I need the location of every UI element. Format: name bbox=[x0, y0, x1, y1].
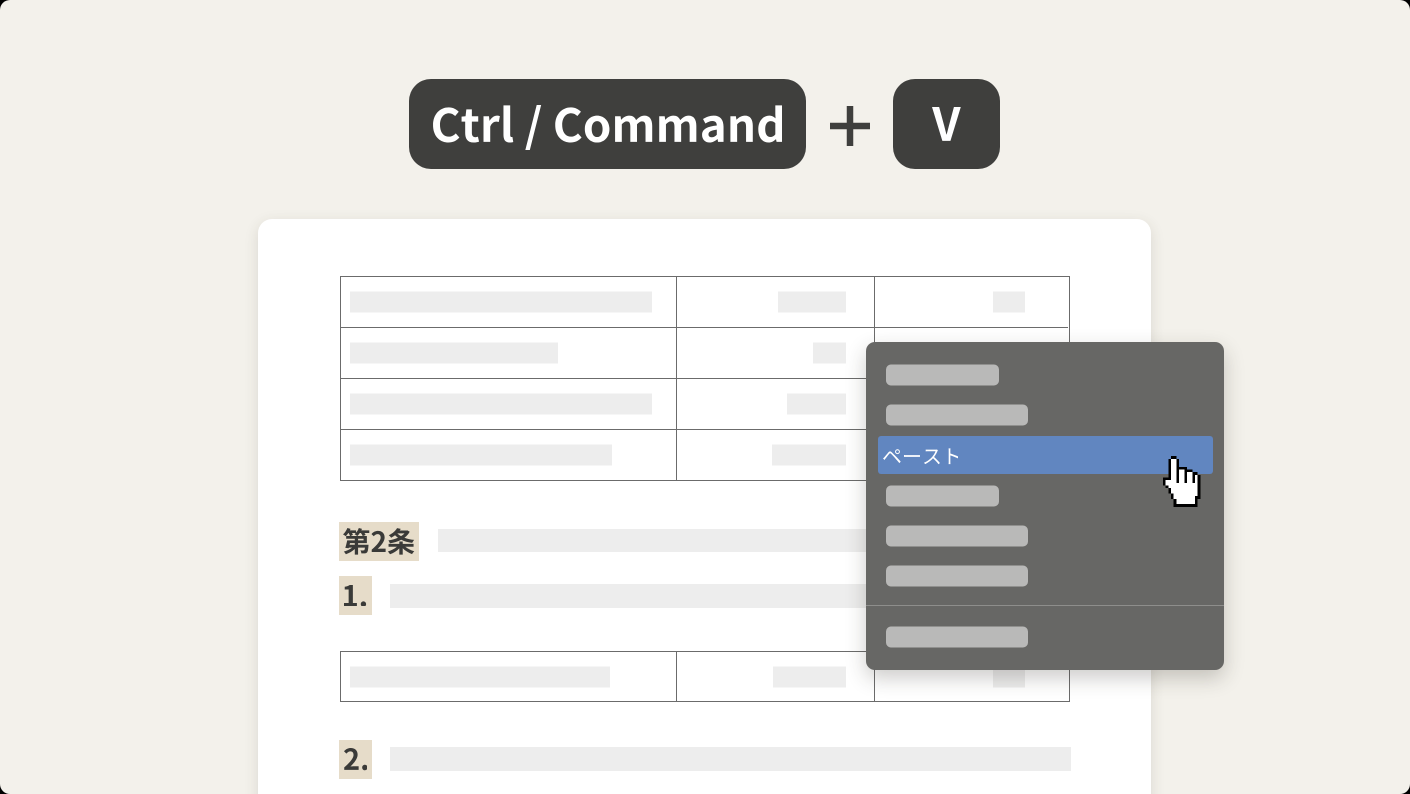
table-cell bbox=[341, 379, 677, 430]
list-item-2-marker: 2. bbox=[339, 740, 372, 779]
list-item-1-marker-label bbox=[344, 584, 367, 607]
menu-item-label-placeholder bbox=[886, 565, 1028, 587]
menu-item-label-placeholder bbox=[886, 485, 999, 507]
table-cell bbox=[677, 430, 875, 480]
menu-item-label-placeholder bbox=[886, 525, 1028, 547]
menu-item-placeholder[interactable] bbox=[866, 516, 1224, 556]
table-cell bbox=[677, 277, 875, 328]
menu-item-placeholder[interactable] bbox=[866, 395, 1224, 435]
list-item-2-placeholder bbox=[390, 747, 1071, 771]
list-item-2-marker-label bbox=[343, 748, 368, 771]
table-cell-placeholder bbox=[786, 393, 846, 415]
table-cell bbox=[677, 652, 875, 701]
menu-item-placeholder[interactable] bbox=[866, 475, 1224, 515]
table-cell bbox=[341, 652, 677, 701]
menu-item-label-placeholder bbox=[886, 364, 999, 386]
keycap-v: V bbox=[893, 79, 1000, 169]
table-cell-placeholder bbox=[349, 444, 612, 466]
table-cell-placeholder bbox=[349, 393, 652, 415]
keycap-v-label bbox=[932, 107, 961, 141]
menu-item-paste[interactable]: ペースト bbox=[866, 435, 1224, 475]
document-table-bottom bbox=[340, 651, 1070, 702]
menu-item-paste-label bbox=[882, 448, 959, 465]
table-cell bbox=[677, 379, 875, 430]
menu-item-paste-highlight[interactable]: ペースト bbox=[877, 436, 1213, 475]
table-cell-placeholder bbox=[349, 291, 652, 313]
table-cell-placeholder bbox=[771, 444, 846, 466]
table-cell bbox=[677, 328, 875, 379]
list-item-1-marker: 1. bbox=[339, 576, 372, 615]
keycap-ctrl-command: Ctrl / Command bbox=[409, 79, 806, 169]
table-cell-placeholder bbox=[349, 342, 558, 364]
keycap-ctrl-command-label bbox=[432, 105, 783, 151]
table-cell bbox=[341, 277, 677, 328]
table-cell-placeholder bbox=[993, 666, 1025, 687]
table-cell-placeholder bbox=[993, 291, 1025, 313]
menu-item-placeholder[interactable] bbox=[866, 616, 1224, 656]
table-cell-placeholder bbox=[349, 666, 610, 687]
context-menu: ペースト bbox=[866, 342, 1224, 670]
table-cell-placeholder bbox=[772, 666, 846, 687]
article-heading-label bbox=[343, 528, 415, 555]
menu-separator bbox=[866, 605, 1224, 607]
menu-item-label-placeholder bbox=[886, 404, 1028, 426]
table-cell bbox=[875, 277, 1068, 328]
plus-icon bbox=[830, 106, 870, 146]
hand-cursor-icon bbox=[1163, 456, 1201, 507]
table-cell bbox=[875, 652, 1068, 701]
menu-item-placeholder[interactable] bbox=[866, 355, 1224, 395]
table-cell-placeholder bbox=[777, 291, 846, 313]
table-cell bbox=[341, 328, 677, 379]
table-cell-placeholder bbox=[812, 342, 846, 364]
menu-item-label-placeholder bbox=[886, 626, 1028, 648]
article-heading-highlight: 第2条 bbox=[339, 522, 419, 561]
menu-item-placeholder[interactable] bbox=[866, 556, 1224, 596]
table-cell bbox=[341, 430, 677, 480]
